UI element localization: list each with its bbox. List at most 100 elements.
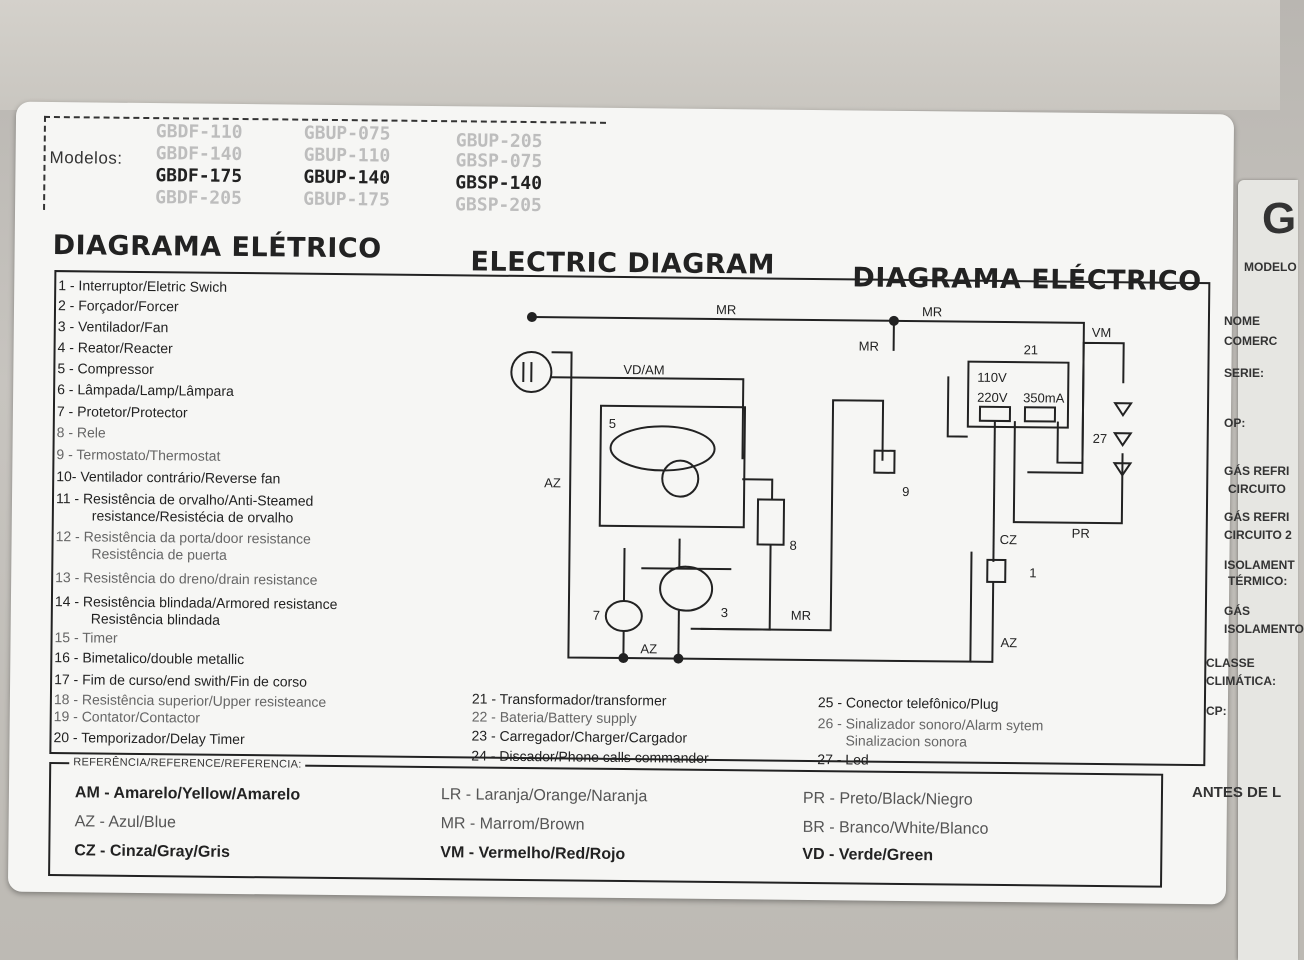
color-code: LR - Laranja/Orange/Naranja [440, 786, 648, 806]
reference-frame [48, 762, 1164, 888]
model-code: GBSP-140 [455, 172, 543, 195]
junction-dot [526, 312, 537, 323]
color-code: BR - Branco/White/Blanco [802, 818, 989, 838]
legend-item: 7 - Protetor/Protector [56, 403, 188, 421]
wire-mr-top [531, 316, 895, 351]
wire-label: MR [922, 304, 942, 319]
model-code: GBUP-075 [303, 122, 391, 145]
color-code: VD - Verde/Green [802, 845, 934, 865]
legend-item: 13 - Resistência do dreno/drain resistan… [55, 569, 318, 588]
wire-label: MR [859, 338, 879, 353]
led-symbol [1112, 432, 1133, 448]
component-number: 7 [593, 608, 600, 623]
spec-field-label: CLASSE [1206, 656, 1255, 670]
appliance-surface [0, 0, 1280, 110]
wire-mr-lower [700, 399, 885, 632]
thermostat-symbol [873, 449, 896, 474]
junction-dot [618, 653, 629, 664]
component-number: 1 [1029, 565, 1036, 580]
current-label: 350mA [1023, 390, 1065, 405]
spec-field-label: CLIMÁTICA: [1206, 674, 1276, 688]
wire-label: VM [1092, 325, 1112, 340]
model-code: GBDF-110 [155, 121, 243, 144]
legend-item: 14 - Resistência blindada/Armored resist… [54, 593, 338, 613]
component-number: 5 [609, 416, 616, 431]
color-code: AZ - Azul/Blue [74, 813, 177, 832]
model-code: GBSP-205 [455, 194, 542, 217]
led-symbol [1113, 402, 1133, 418]
legend-item: 25 - Conector telefônico/Plug [817, 694, 999, 712]
legend-item: 10- Ventilador contrário/Reverse fan [56, 468, 281, 487]
led-symbol [1112, 462, 1133, 478]
color-code: MR - Marrom/Brown [440, 815, 585, 834]
voltage-label: 220V [977, 390, 1008, 405]
model-code: GBUP-175 [303, 188, 390, 211]
wiring-schematic: MR MR MR VD/AM AZ MR AZ AZ VM PR CZ 21 1… [510, 302, 1133, 664]
legend-item: 5 - Compressor [57, 360, 154, 378]
legend-item: 2 - Forçador/Forcer [57, 297, 179, 315]
models-label: Modelos: [49, 147, 123, 168]
spec-field-label: ISOLAMENTO [1224, 622, 1304, 636]
wire-left-vertical [551, 351, 973, 663]
wire-label: MR [791, 608, 811, 623]
heading-portuguese: DIAGRAMA ELÉTRICO [52, 230, 382, 265]
legend-item: resistance/Resistécia de orvalho [91, 507, 294, 526]
fan-symbol [659, 565, 714, 612]
compressor-box [598, 404, 747, 529]
legend-item: 4 - Reator/Reacter [57, 339, 173, 357]
color-code: AM - Amarelo/Yellow/Amarelo [74, 784, 301, 804]
legend-item: 8 - Rele [56, 424, 106, 441]
spec-field-label: ISOLAMENT [1224, 558, 1295, 572]
model-code: GBUP-205 [455, 130, 543, 153]
spec-field-label: CIRCUITO 2 [1224, 528, 1292, 542]
legend-item: 23 - Carregador/Charger/Cargador [471, 727, 688, 746]
models-box: Modelos: GBDF-110 GBDF-140 GBDF-175 GBDF… [43, 115, 606, 217]
color-code: VM - Vermelho/Red/Rojo [440, 844, 626, 864]
compressor-symbol [609, 425, 716, 472]
model-code: GBUP-110 [303, 144, 391, 167]
model-code: GBDF-205 [155, 187, 242, 210]
transformer-box [966, 360, 1070, 429]
legend-item: Resistência de puerta [91, 545, 227, 563]
spec-field-label: CP: [1206, 704, 1227, 718]
component-number: 9 [902, 484, 909, 499]
legend-item: 27 - Led [817, 751, 869, 768]
legend-item: 24 - Discador/Phone calls commander [471, 747, 709, 766]
wire-az-right [970, 581, 995, 663]
legend-item: 16 - Bimetalico/double metallic [54, 649, 245, 668]
spec-field-label: OP: [1224, 416, 1246, 430]
spec-field-label: COMERC [1224, 334, 1278, 348]
legend-item: 19 - Contator/Contactor [53, 708, 201, 726]
wire-label: CZ [1000, 532, 1018, 547]
brand-initial: G [1262, 194, 1297, 243]
legend-item: 26 - Sinalizador sonoro/Alarm sytem [817, 715, 1044, 734]
model-code: GBDF-175 [155, 165, 243, 188]
color-code: CZ - Cinza/Gray/Gris [74, 842, 231, 861]
protector-symbol [604, 600, 643, 633]
terminal-block [978, 405, 1012, 423]
legend-item: 6 - Lâmpada/Lamp/Lâmpara [57, 381, 234, 399]
wire-vm [1056, 341, 1125, 464]
spec-field-label: GÁS REFRI [1224, 510, 1290, 524]
reference-title: REFERÊNCIA/REFERENCE/REFERENCIA: [69, 756, 306, 771]
wire-cz [992, 420, 996, 562]
voltage-label: 110V [977, 370, 1007, 385]
legend-item: 3 - Ventilador/Fan [57, 318, 169, 336]
legend-item: 22 - Bateria/Battery supply [471, 708, 637, 727]
terminal-block [1023, 406, 1057, 423]
component-number: 3 [721, 605, 728, 620]
legend-item: Resistência blindada [90, 610, 221, 628]
wire-vdam [551, 376, 745, 460]
component-number: 27 [1093, 431, 1108, 446]
legend-item: 18 - Resistência superior/Upper resistea… [53, 691, 327, 710]
legend-item: 20 - Temporizador/Delay Timer [53, 729, 245, 748]
spec-field-label: TÉRMICO: [1228, 574, 1288, 588]
legend-item: Sinalizacion sonora [845, 732, 968, 750]
color-code: PR - Preto/Black/Niegro [802, 789, 973, 809]
legend-item: 21 - Transformador/transformer [471, 690, 667, 709]
legend-item: 11 - Resistência de orvalho/Anti-Steamed [55, 490, 314, 509]
spec-label-panel: G MODELO NOME COMERC SERIE: OP: GÁS REFR… [1192, 180, 1304, 960]
wire-pr [1012, 421, 1124, 525]
wire-label: VD/AM [623, 362, 664, 377]
wire-label: PR [1072, 526, 1090, 541]
